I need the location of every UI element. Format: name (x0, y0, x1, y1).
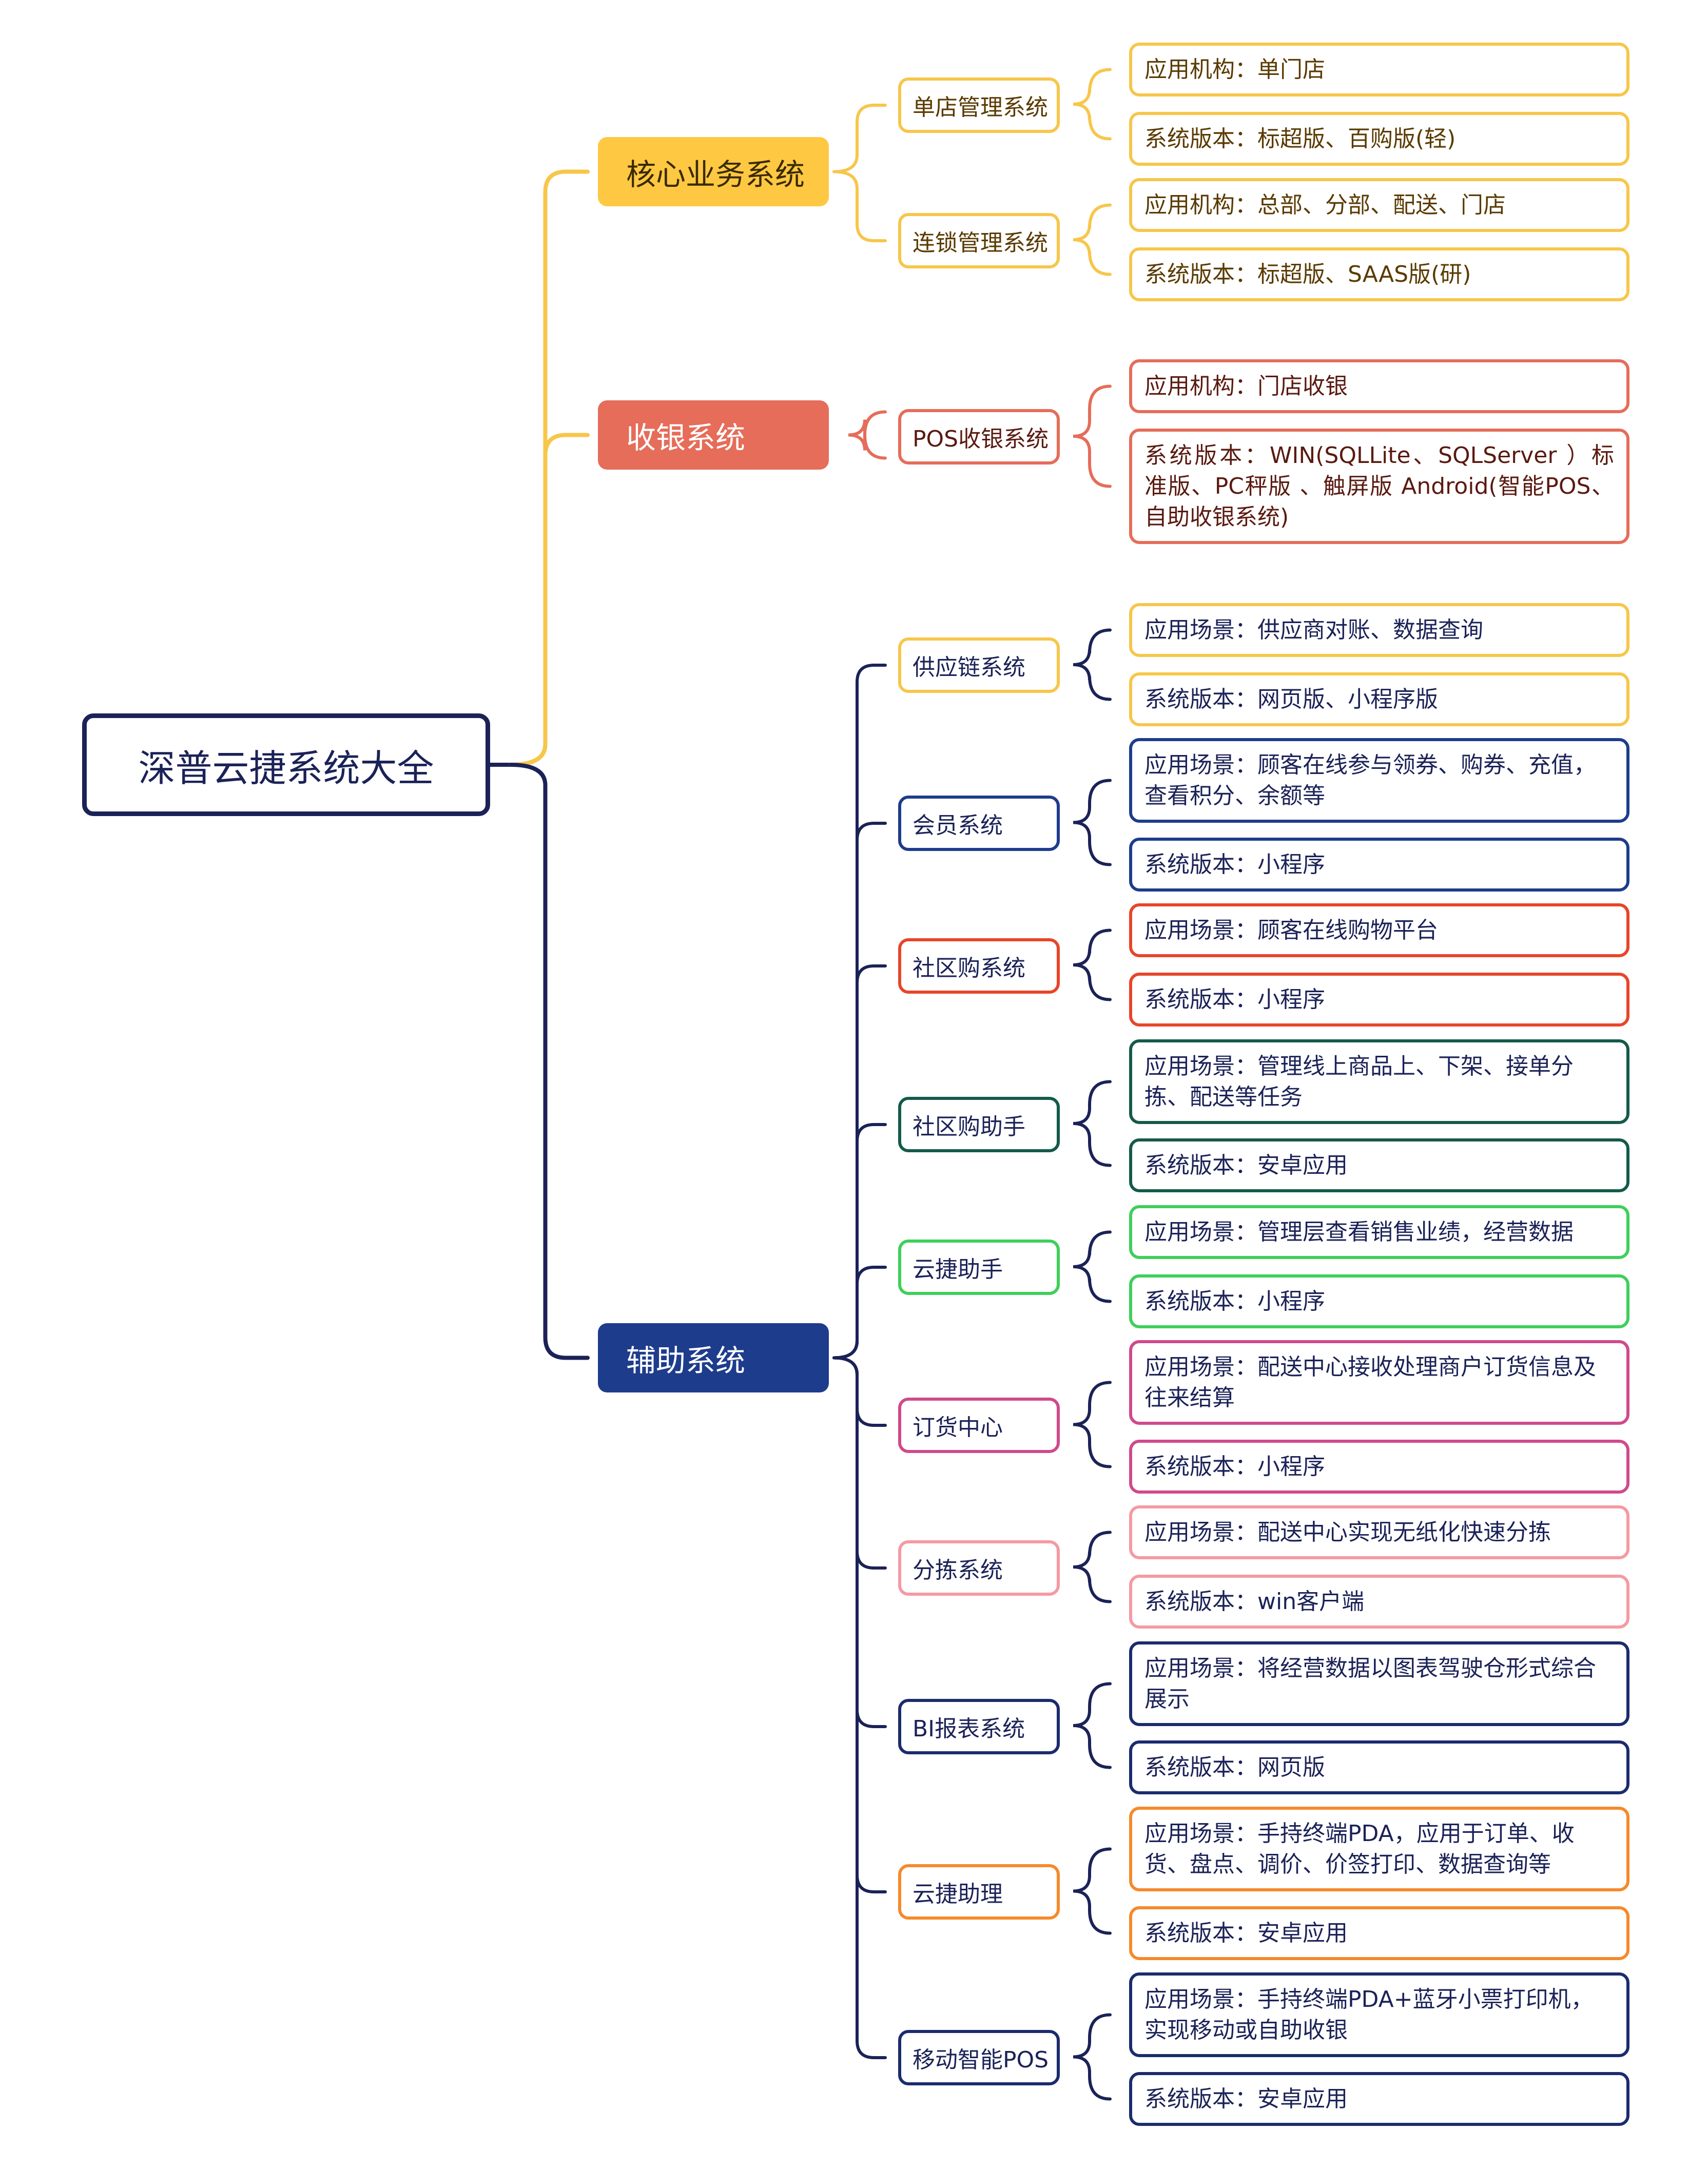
topic-pos[interactable]: POS收银系统 (898, 409, 1060, 464)
detail-item: 应用场景：管理层查看销售业绩，经营数据 (1129, 1205, 1629, 1259)
topic-label: 移动智能POS (913, 2047, 1049, 2073)
branch-label: 辅助系统 (626, 1343, 746, 1378)
branch-to-topic-line (832, 664, 887, 1360)
branch-to-topic-line (832, 1356, 887, 1728)
detail-item: 系统版本：标超版、SAAS版(研) (1129, 247, 1629, 301)
detail-item: 系统版本：安卓应用 (1129, 1906, 1629, 1960)
topic-label: 供应链系统 (913, 654, 1025, 681)
topic-label: 连锁管理系统 (913, 230, 1048, 256)
topic-chain-store[interactable]: 连锁管理系统 (898, 213, 1060, 268)
topic-brace (1073, 1080, 1112, 1167)
detail-item: 应用场景：顾客在线购物平台 (1129, 903, 1629, 957)
branch-cashier[interactable]: 收银系统 (598, 400, 829, 470)
detail-item: 系统版本：安卓应用 (1129, 2072, 1629, 2126)
topic-bi-report[interactable]: BI报表系统 (898, 1699, 1060, 1754)
topic-brace (1073, 628, 1112, 701)
topic-community-shop[interactable]: 社区购系统 (898, 938, 1060, 994)
topic-brace (1073, 68, 1112, 141)
topic-community-helper[interactable]: 社区购助手 (898, 1097, 1060, 1152)
detail-item: 系统版本：标超版、百购版(轻) (1129, 112, 1629, 166)
detail-item: 系统版本：小程序 (1129, 1274, 1629, 1328)
detail-item: 应用场景：管理线上商品上、下架、接单分拣、配送等任务 (1129, 1039, 1629, 1124)
topic-label: POS收银系统 (913, 426, 1049, 452)
branch-brace (848, 410, 887, 460)
topic-member[interactable]: 会员系统 (898, 796, 1060, 851)
topic-brace (1073, 1847, 1112, 1935)
branch-to-topic-line (832, 1123, 887, 1360)
root-topic-label: 深普云捷系统大全 (138, 746, 434, 790)
root-to-branch-line (509, 433, 590, 767)
detail-item: 系统版本：安卓应用 (1129, 1138, 1629, 1192)
root-topic[interactable]: 深普云捷系统大全 (82, 713, 490, 816)
detail-item: 系统版本：网页版、小程序版 (1129, 672, 1629, 726)
branch-to-topic-line (832, 964, 887, 1360)
topic-label: 社区购系统 (913, 955, 1025, 981)
topic-label: 单店管理系统 (913, 94, 1048, 121)
topic-brace (1073, 1682, 1112, 1769)
detail-item: 系统版本：win客户端 (1129, 1575, 1629, 1629)
root-to-branch-line (509, 169, 590, 767)
topic-label: 订货中心 (913, 1415, 1003, 1441)
root-to-branch-line (509, 763, 590, 1360)
detail-item: 应用机构：单门店 (1129, 43, 1629, 96)
topic-label: 分拣系统 (913, 1557, 1003, 1583)
topic-label: 会员系统 (913, 812, 1003, 839)
branch-to-topic-line (832, 104, 887, 173)
detail-item: 系统版本：网页版 (1129, 1740, 1629, 1794)
topic-yunjie-helper[interactable]: 云捷助理 (898, 1864, 1060, 1920)
topic-supply-chain[interactable]: 供应链系统 (898, 637, 1060, 693)
branch-label: 核心业务系统 (626, 157, 805, 192)
detail-item: 应用场景：配送中心接收处理商户订货信息及往来结算 (1129, 1340, 1629, 1425)
detail-item: 系统版本：WIN(SQLLite、SQLServer ）标准版、PC秤版 、触屏… (1129, 429, 1629, 544)
topic-brace (1073, 203, 1112, 276)
topic-brace (1073, 2013, 1112, 2101)
branch-to-topic-line (832, 1356, 887, 1570)
detail-item: 应用场景：供应商对账、数据查询 (1129, 603, 1629, 657)
detail-item: 应用机构：门店收银 (1129, 359, 1629, 413)
branch-to-topic-line (832, 1356, 887, 2059)
branch-to-topic-line (832, 822, 887, 1360)
detail-item: 系统版本：小程序 (1129, 973, 1629, 1027)
detail-item: 应用场景：顾客在线参与领券、购券、充值，查看积分、余额等 (1129, 738, 1629, 823)
topic-label: 社区购助手 (913, 1114, 1025, 1140)
detail-item: 应用场景：手持终端PDA+蓝牙小票打印机，实现移动或自助收银 (1129, 1972, 1629, 2057)
topic-label: BI报表系统 (913, 1716, 1025, 1742)
topic-mobile-pos[interactable]: 移动智能POS (898, 2030, 1060, 2085)
detail-item: 应用场景：将经营数据以图表驾驶仓形式综合展示 (1129, 1641, 1629, 1726)
topic-brace (1073, 928, 1112, 1001)
topic-label: 云捷助理 (913, 1881, 1003, 1907)
topic-sorting[interactable]: 分拣系统 (898, 1540, 1060, 1596)
topic-brace (1073, 1531, 1112, 1603)
branch-core-business[interactable]: 核心业务系统 (598, 137, 829, 206)
topic-brace (1073, 1230, 1112, 1303)
branch-to-topic-line (832, 1356, 887, 1893)
branch-to-topic-line (832, 170, 887, 242)
topic-single-store[interactable]: 单店管理系统 (898, 78, 1060, 133)
branch-label: 收银系统 (626, 420, 746, 455)
topic-brace (1073, 1381, 1112, 1468)
detail-item: 系统版本：小程序 (1129, 1440, 1629, 1494)
topic-yunjie-assistant[interactable]: 云捷助手 (898, 1240, 1060, 1295)
topic-label: 云捷助手 (913, 1256, 1003, 1283)
topic-order-center[interactable]: 订货中心 (898, 1398, 1060, 1453)
topic-brace (1073, 384, 1112, 488)
detail-item: 应用场景：手持终端PDA，应用于订单、收货、盘点、调价、价签打印、数据查询等 (1129, 1807, 1629, 1891)
detail-item: 系统版本：小程序 (1129, 838, 1629, 892)
topic-brace (1073, 779, 1112, 866)
branch-to-topic-line (832, 1356, 887, 1427)
branch-to-topic-line (832, 1266, 887, 1360)
branch-auxiliary[interactable]: 辅助系统 (598, 1323, 829, 1392)
detail-item: 应用机构：总部、分部、配送、门店 (1129, 178, 1629, 232)
detail-item: 应用场景：配送中心实现无纸化快速分拣 (1129, 1505, 1629, 1559)
